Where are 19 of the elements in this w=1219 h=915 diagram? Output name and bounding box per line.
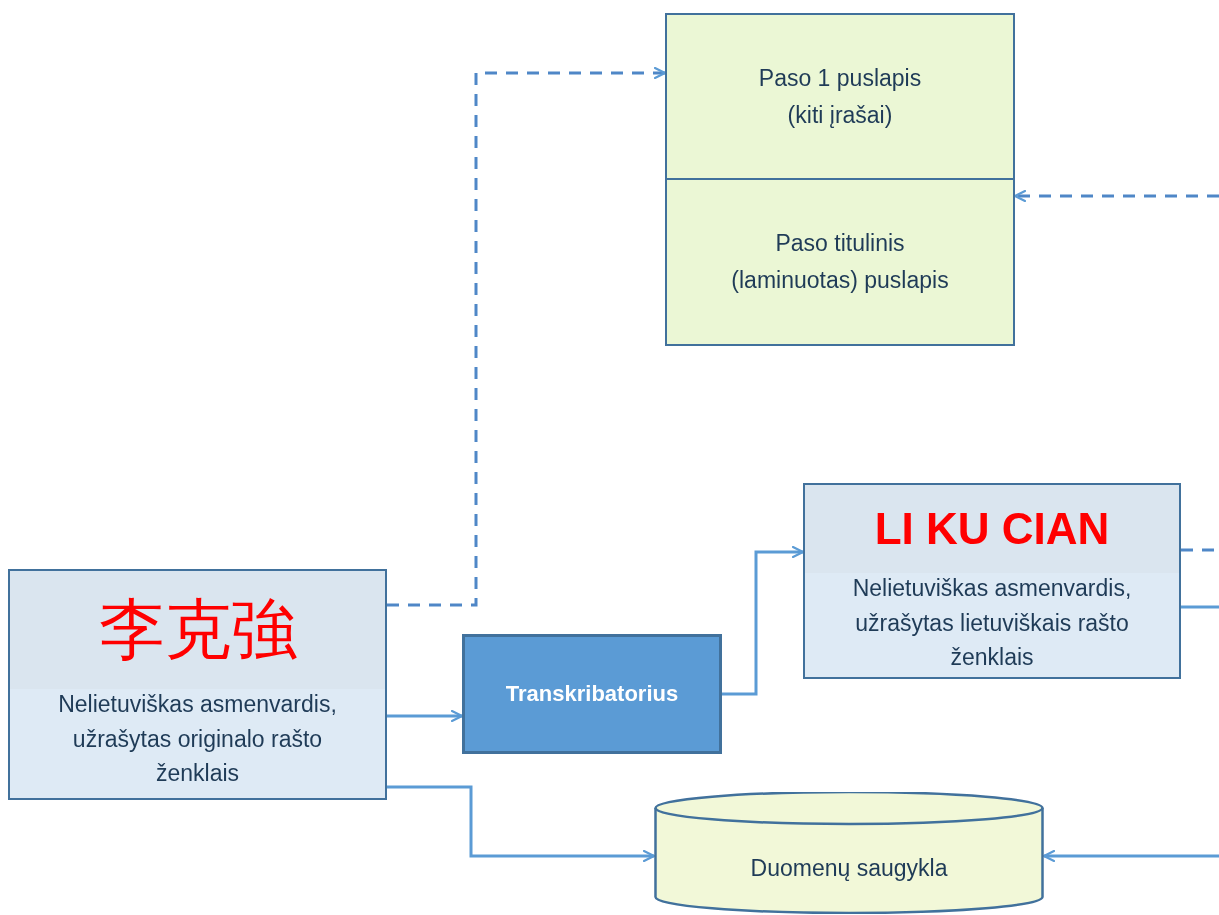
passport-page-box (665, 180, 1015, 346)
process-label: Transkribatorius (505, 680, 679, 709)
transcribed-name: LI KU CIAN (874, 503, 1110, 555)
original-name: 李克強 (98, 590, 297, 670)
connector-line (1181, 605, 1219, 609)
name-box (803, 483, 1181, 679)
description-text: Nelietuviškas asmenvardis, užrašytas originalo rašto ženklais (57, 690, 338, 788)
process-box (462, 634, 722, 754)
name-box (8, 569, 387, 800)
page-label: Paso 1 puslapis (kiti įrašai) (757, 63, 923, 130)
arrow (722, 545, 805, 696)
arrow (387, 785, 656, 863)
arrow (387, 66, 667, 607)
page-label: Paso titulinis (laminuotas) puslapis (730, 229, 950, 295)
arrow (387, 709, 464, 723)
description-text: Nelietuviškas asmenvardis, užrašytas lietuviškais rašto ženklais (851, 574, 1133, 672)
arrow (1042, 849, 1219, 863)
passport-page-box (665, 13, 1015, 180)
database-label: Duomenų saugykla (750, 853, 948, 883)
